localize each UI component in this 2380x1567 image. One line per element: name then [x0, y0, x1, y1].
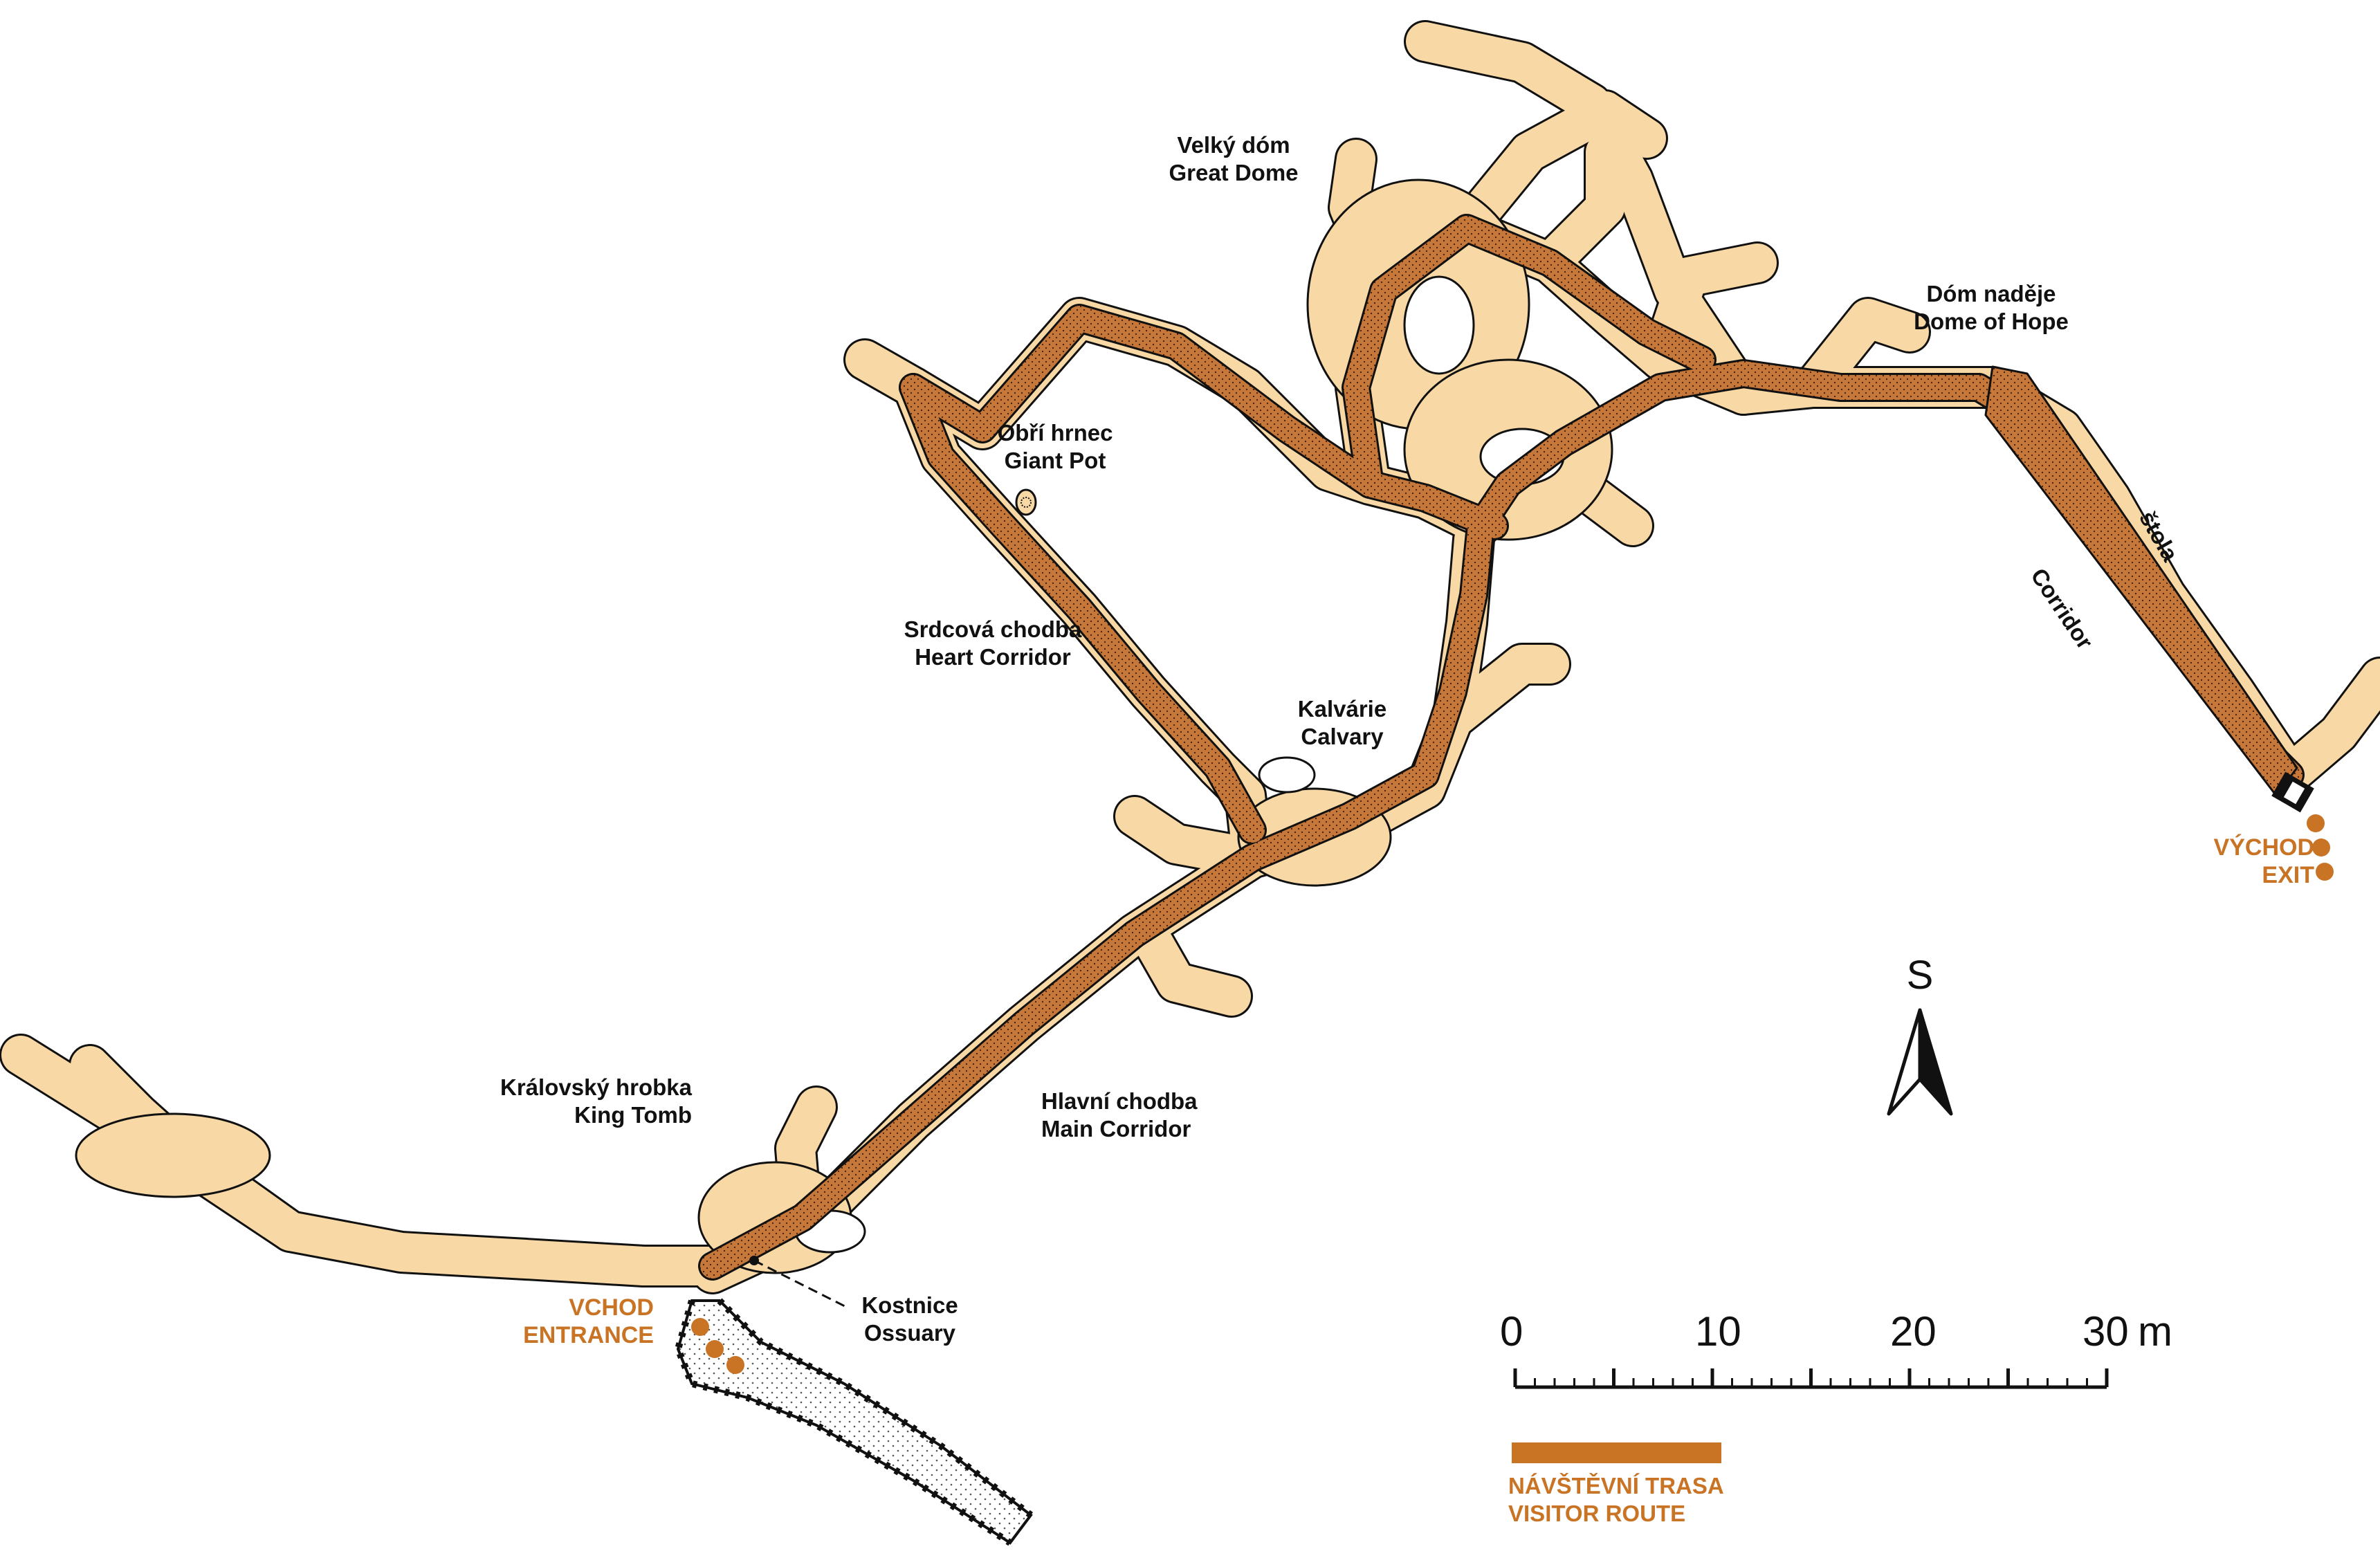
scale-bar — [1513, 1368, 2109, 1389]
exit-door-icon — [2271, 771, 2314, 813]
giant-pot-icon — [1015, 488, 1037, 516]
ossuary-pointer — [749, 1256, 848, 1309]
north-arrow-label: S — [1906, 953, 1934, 998]
entrance-slope — [674, 1298, 1034, 1546]
exit-marker-icon — [2307, 814, 2334, 881]
scale-tick-10: 10 — [1695, 1308, 1741, 1355]
scale-tick-30: 30 — [2082, 1308, 2129, 1355]
entrance-marker-icon — [691, 1318, 744, 1374]
scale-tick-0: 0 — [1500, 1308, 1523, 1355]
legend-route-swatch — [1512, 1442, 1721, 1463]
scale-tick-20: 20 — [1890, 1308, 1937, 1355]
scale-unit: m — [2138, 1308, 2172, 1355]
north-arrow-icon — [1887, 1008, 1953, 1116]
